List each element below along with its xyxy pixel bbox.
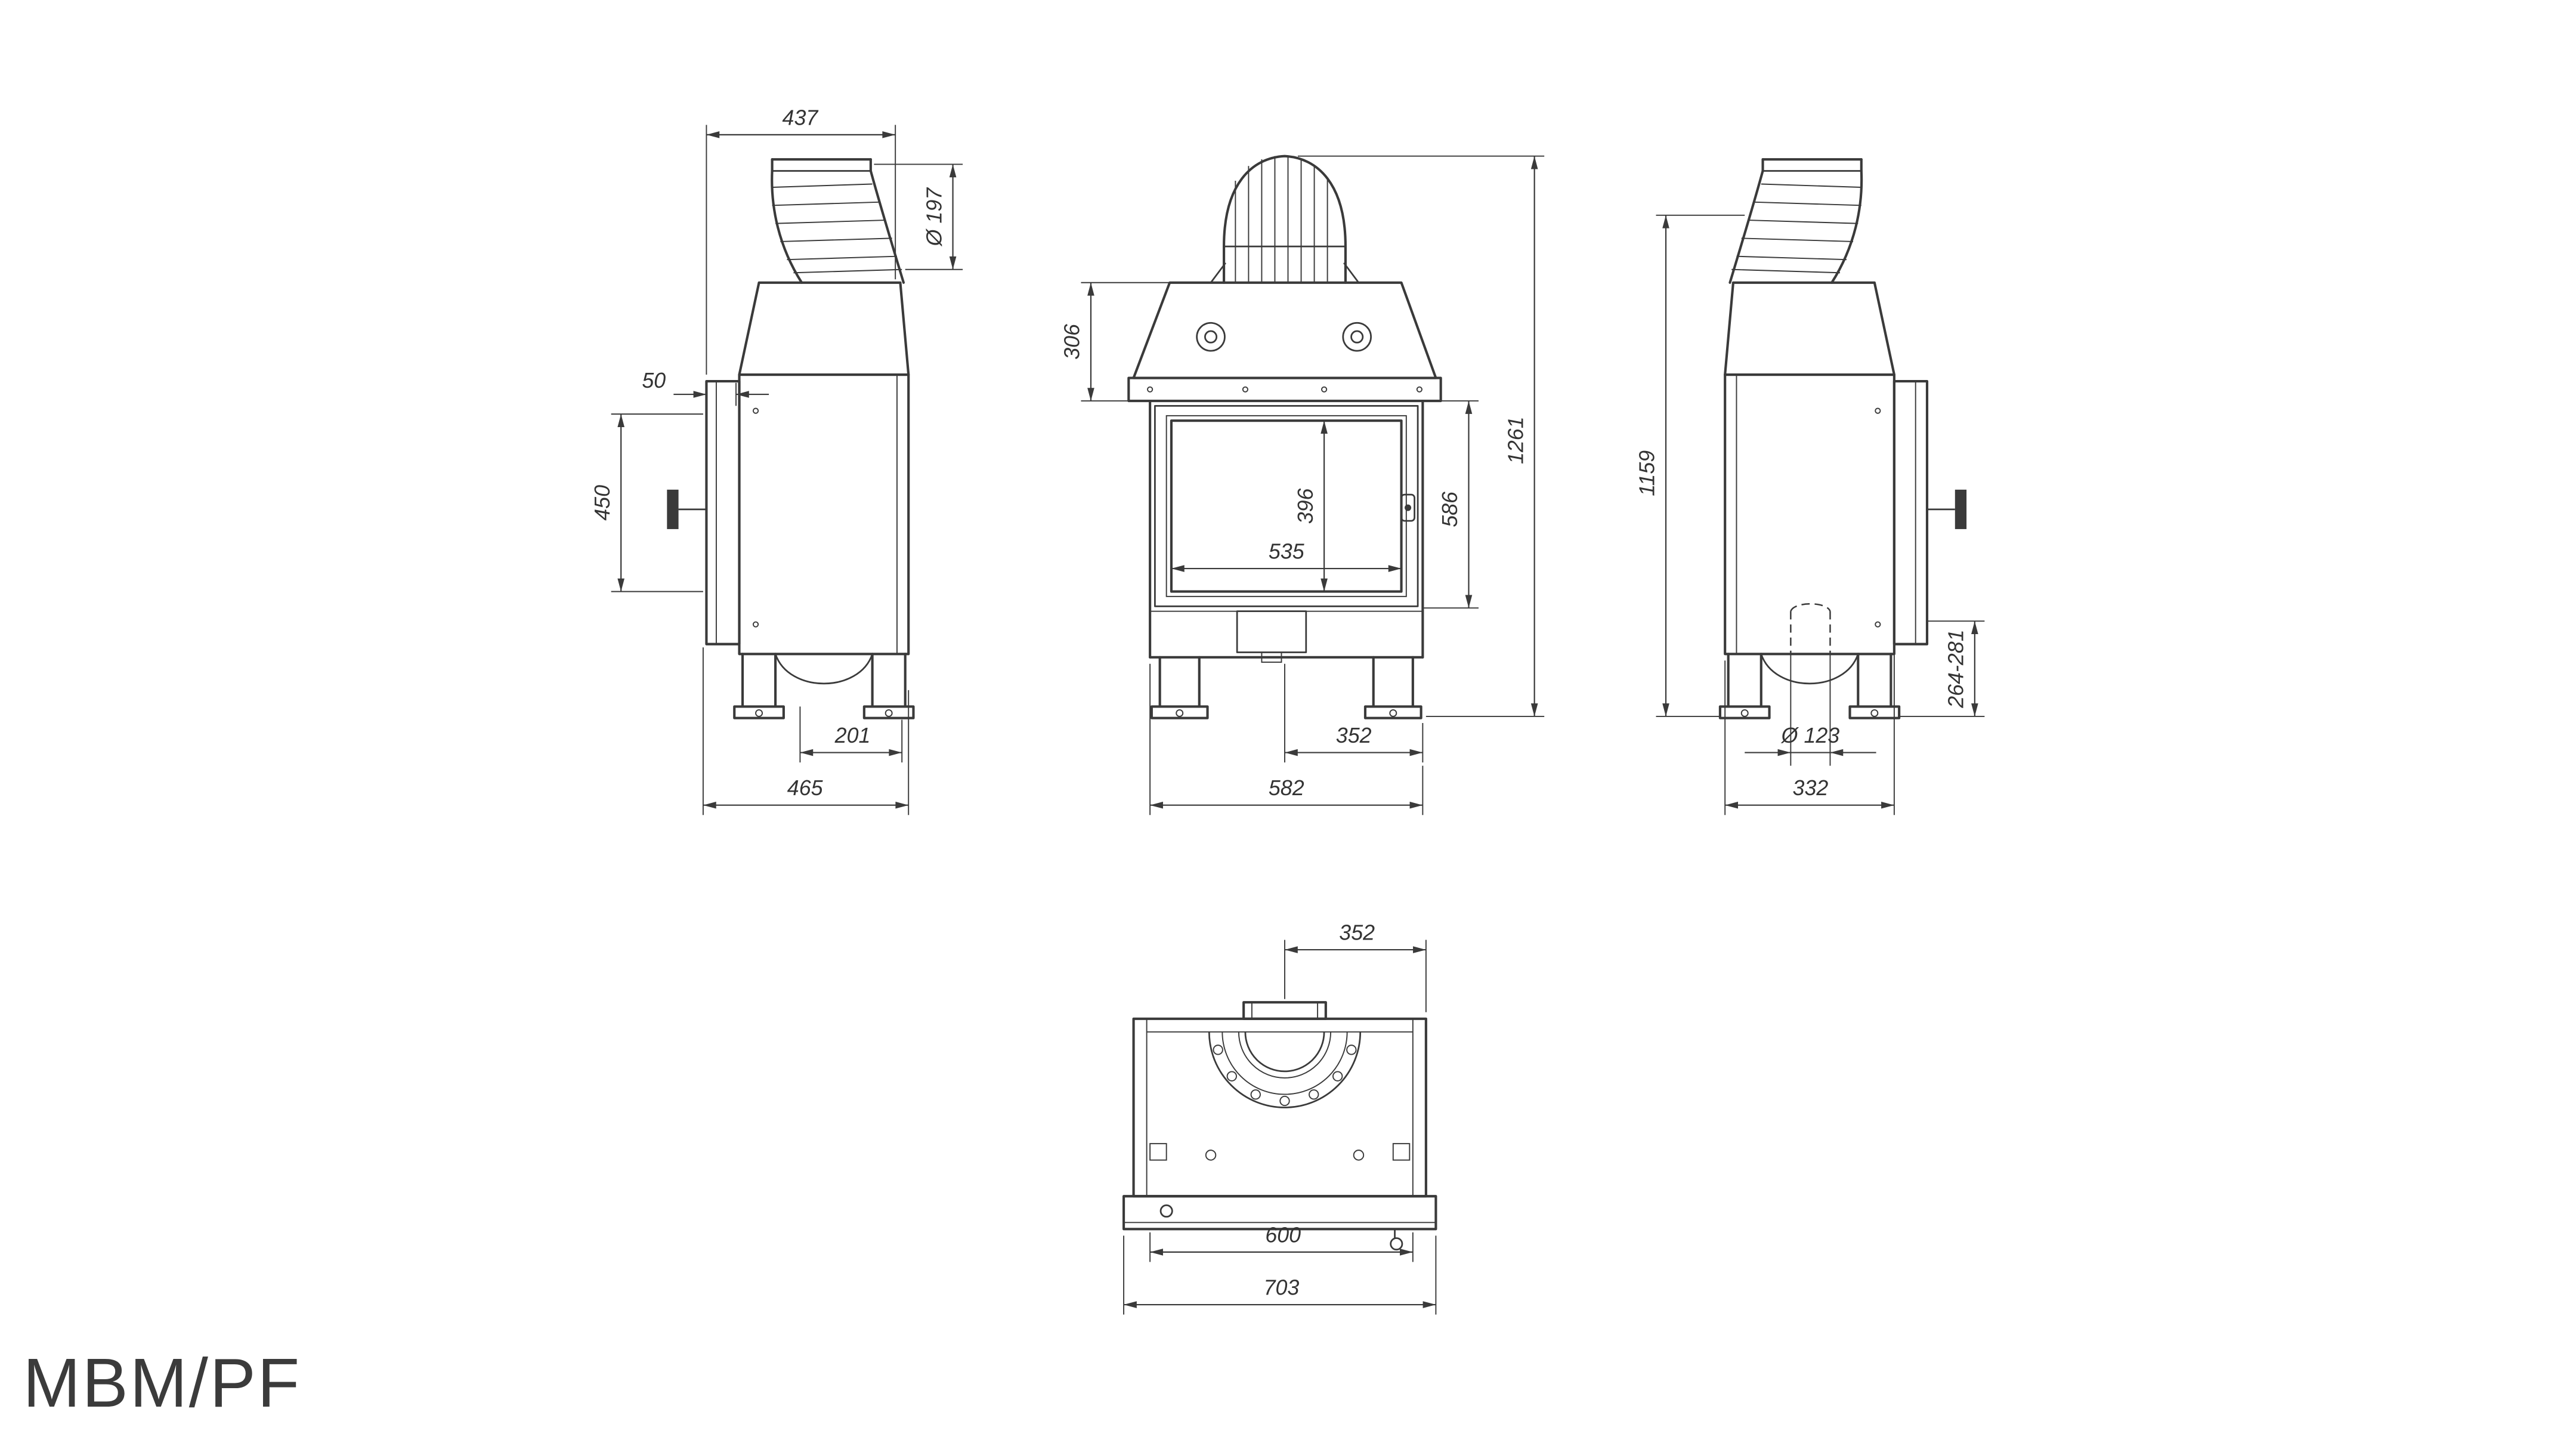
dim-front-width: 582 xyxy=(1269,776,1304,800)
door-glass xyxy=(1170,419,1403,593)
hood-left xyxy=(738,281,910,376)
hood-front xyxy=(1132,281,1437,379)
dims-right-view: 1159 Ø 123 264-281 332 xyxy=(1635,214,1985,815)
top-view: 352 600 703 xyxy=(1122,921,1437,1315)
dim-flue-diameter: Ø 197 xyxy=(922,187,946,247)
dim-glass-width: 535 xyxy=(1269,540,1304,564)
dims-left-view: 437 Ø 197 50 450 201 465 xyxy=(590,106,963,815)
legs-right xyxy=(1718,653,1901,719)
dim-side-base-depth: 332 xyxy=(1793,776,1829,800)
handle-pin xyxy=(1390,1237,1403,1251)
dims-front-view: 306 396 535 586 1261 352 582 xyxy=(1060,155,1545,815)
top-interior-details xyxy=(1149,1143,1411,1161)
dim-top-inner-width: 600 xyxy=(1265,1223,1301,1247)
dim-glass-height: 396 xyxy=(1294,488,1318,524)
flue-elbow-right xyxy=(1728,158,1863,284)
dim-door-height: 450 xyxy=(590,485,614,521)
legs-left xyxy=(733,653,915,719)
front-plate-top xyxy=(1122,1195,1437,1251)
door-handle-left xyxy=(667,489,679,529)
door-latch xyxy=(1400,493,1415,522)
firebox-front xyxy=(1149,400,1424,663)
dim-hood-height: 306 xyxy=(1060,324,1084,360)
page-title: MBM/PF xyxy=(23,1344,301,1422)
top-band xyxy=(1127,376,1442,403)
side-view-left: 437 Ø 197 50 450 201 465 xyxy=(590,106,963,815)
body-right xyxy=(1724,373,1895,656)
door-right xyxy=(1892,379,1967,645)
flue-cap xyxy=(1210,155,1360,284)
hood-right xyxy=(1724,281,1895,376)
dim-total-height: 1261 xyxy=(1504,416,1527,464)
dim-total-depth: 465 xyxy=(787,776,823,800)
dim-depth-top: 437 xyxy=(783,106,820,129)
dim-front-flue-offset: 352 xyxy=(1336,724,1372,747)
front-view: 306 396 535 586 1261 352 582 xyxy=(1060,155,1545,815)
dim-flue-axis-height: 1159 xyxy=(1635,450,1659,496)
dim-intake-diameter: Ø 123 xyxy=(1781,724,1840,747)
flue-collar xyxy=(1208,1031,1362,1108)
body-left xyxy=(738,373,910,656)
side-view-right: 1159 Ø 123 264-281 332 xyxy=(1635,158,1985,815)
top-body xyxy=(1132,1001,1427,1198)
dim-top-flue-offset: 352 xyxy=(1339,921,1375,945)
dim-top-total-width: 703 xyxy=(1264,1276,1300,1300)
door-handle-right xyxy=(1955,489,1967,529)
dim-door-offset: 50 xyxy=(642,369,666,393)
legs-front xyxy=(1150,656,1422,719)
dim-base-offset: 201 xyxy=(834,724,871,747)
flue-elbow-left xyxy=(771,158,905,284)
dim-firebox-height: 586 xyxy=(1438,492,1462,527)
dim-leg-range: 264-281 xyxy=(1944,629,1968,708)
door-left xyxy=(667,379,741,645)
dims-top-view: 352 600 703 xyxy=(1123,921,1437,1315)
flue-stub xyxy=(1242,1001,1327,1020)
